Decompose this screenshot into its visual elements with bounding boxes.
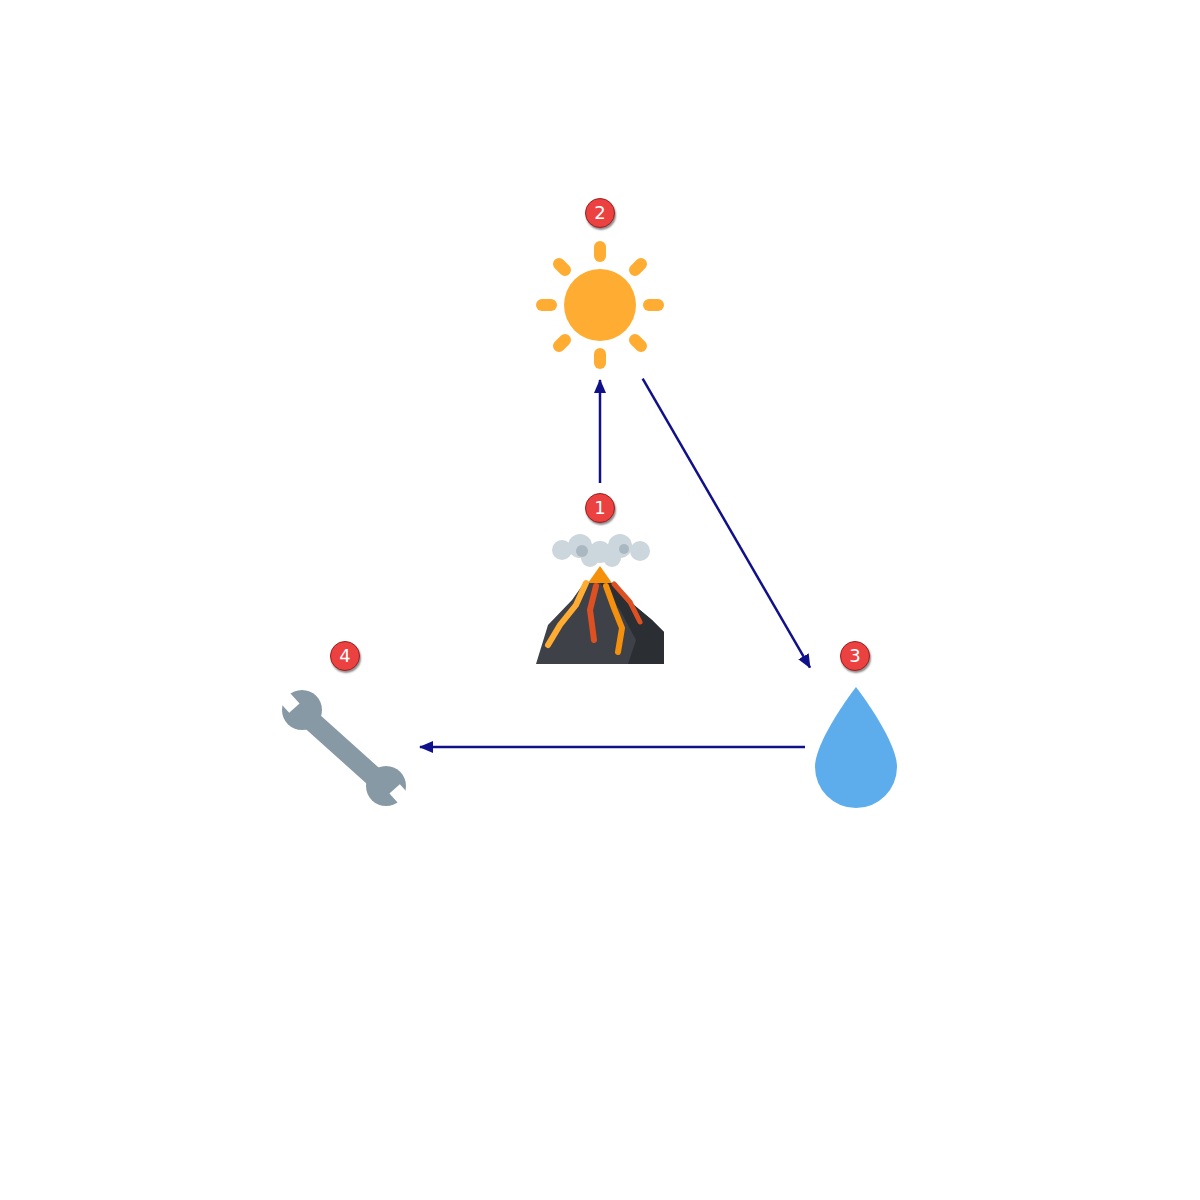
callout-number: 4 (339, 645, 350, 666)
icon-node: 3 (815, 641, 897, 808)
callout-badge: 3 (840, 641, 870, 671)
icon-node: 1 (536, 493, 664, 664)
sun-icon (542, 247, 658, 363)
flow-arrow (599, 380, 602, 483)
icon-node: 4 (280, 641, 410, 811)
callout-badge: 4 (330, 641, 360, 671)
callout-number: 1 (594, 497, 605, 518)
icon-node: 2 (536, 198, 664, 370)
callout-number: 2 (594, 202, 605, 223)
volcano-icon (536, 534, 664, 664)
callout-badge: 1 (585, 493, 615, 523)
flow-arrow (420, 746, 805, 749)
water-drop-icon (815, 687, 897, 808)
flow-arrow (643, 379, 810, 668)
wrench-icon (274, 687, 414, 810)
callout-number: 3 (849, 645, 860, 666)
callout-badge: 2 (585, 198, 615, 228)
